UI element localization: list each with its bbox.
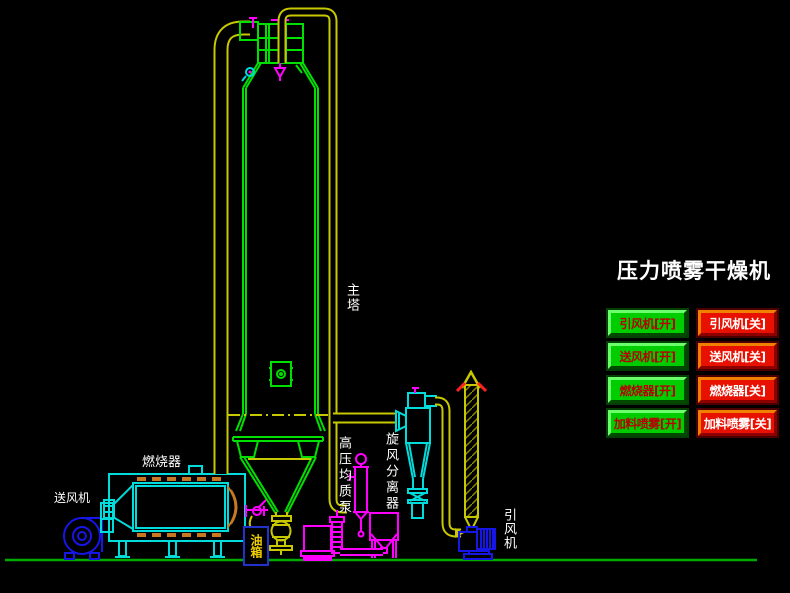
oil-tank: 油箱 bbox=[243, 526, 269, 566]
feed-spray-off-button[interactable]: 加料喷雾[关] bbox=[696, 408, 779, 438]
burner-label: 燃烧器 bbox=[142, 455, 182, 470]
burner-on-button[interactable]: 燃烧器[开] bbox=[606, 375, 689, 405]
cyclone-separator-label: 旋风分离器 bbox=[383, 432, 398, 512]
oil-valve bbox=[245, 499, 268, 517]
burner-off-button[interactable]: 燃烧器[关] bbox=[696, 375, 779, 405]
collection-pot bbox=[269, 512, 293, 555]
main-tower-label: 主塔 bbox=[344, 283, 359, 313]
feed-spray-on-button[interactable]: 加料喷雾[开] bbox=[606, 408, 689, 438]
main-duct bbox=[277, 7, 396, 514]
shoulder-sight-glass bbox=[241, 67, 255, 82]
induced-fan-on-button[interactable]: 引风机[开] bbox=[606, 308, 689, 338]
oil-tank-label: 油箱 bbox=[249, 534, 263, 558]
supply-fan-on-button[interactable]: 送风机[开] bbox=[606, 341, 689, 371]
tower-cone-grate bbox=[228, 414, 340, 460]
induced-fan bbox=[458, 526, 496, 560]
cyclone-separator bbox=[395, 392, 437, 519]
induced-fan-label: 引风机 bbox=[501, 508, 516, 550]
supply-fan-label: 送风机 bbox=[54, 491, 91, 505]
page-title: 压力喷雾干燥机 bbox=[617, 259, 771, 283]
cyclone-fan-duct bbox=[435, 396, 464, 538]
homogenizer-pump-label: 高压均质泵 bbox=[336, 436, 351, 516]
tower-body bbox=[232, 88, 326, 515]
cyclone-vent-tick bbox=[412, 387, 419, 393]
supply-fan bbox=[63, 517, 103, 560]
tower-door bbox=[269, 361, 293, 387]
burner-to-tower-pipe bbox=[213, 20, 250, 474]
induced-fan-off-button[interactable]: 引风机[关] bbox=[696, 308, 779, 338]
exhaust-stack bbox=[455, 369, 488, 528]
burner-flame-tubes bbox=[137, 477, 238, 537]
supply-fan-off-button[interactable]: 送风机[关] bbox=[696, 341, 779, 371]
